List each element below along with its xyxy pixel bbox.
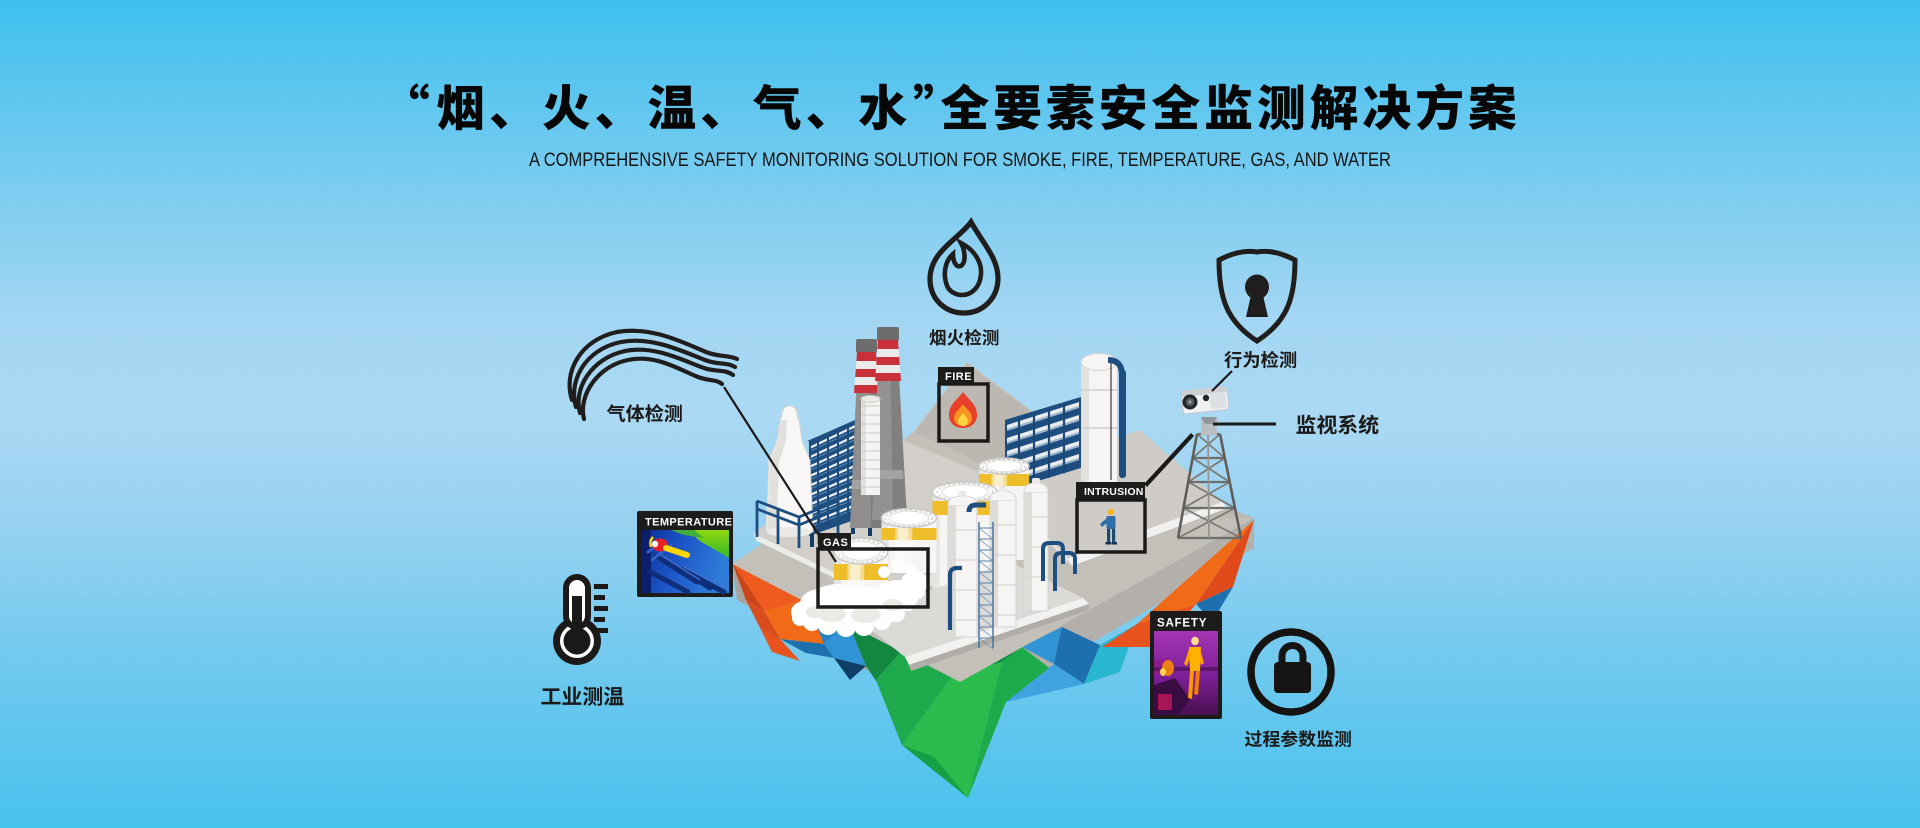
- svg-text:TEMPERATURE: TEMPERATURE: [645, 517, 732, 529]
- svg-text:GAS: GAS: [823, 537, 848, 549]
- svg-text:SAFETY: SAFETY: [1157, 618, 1207, 630]
- svg-text:FIRE: FIRE: [945, 371, 972, 383]
- svg-text:A COMPREHENSIVE SAFETY MONITOR: A COMPREHENSIVE SAFETY MONITORING SOLUTI…: [529, 150, 1391, 171]
- svg-text:INTRUSION: INTRUSION: [1084, 486, 1144, 498]
